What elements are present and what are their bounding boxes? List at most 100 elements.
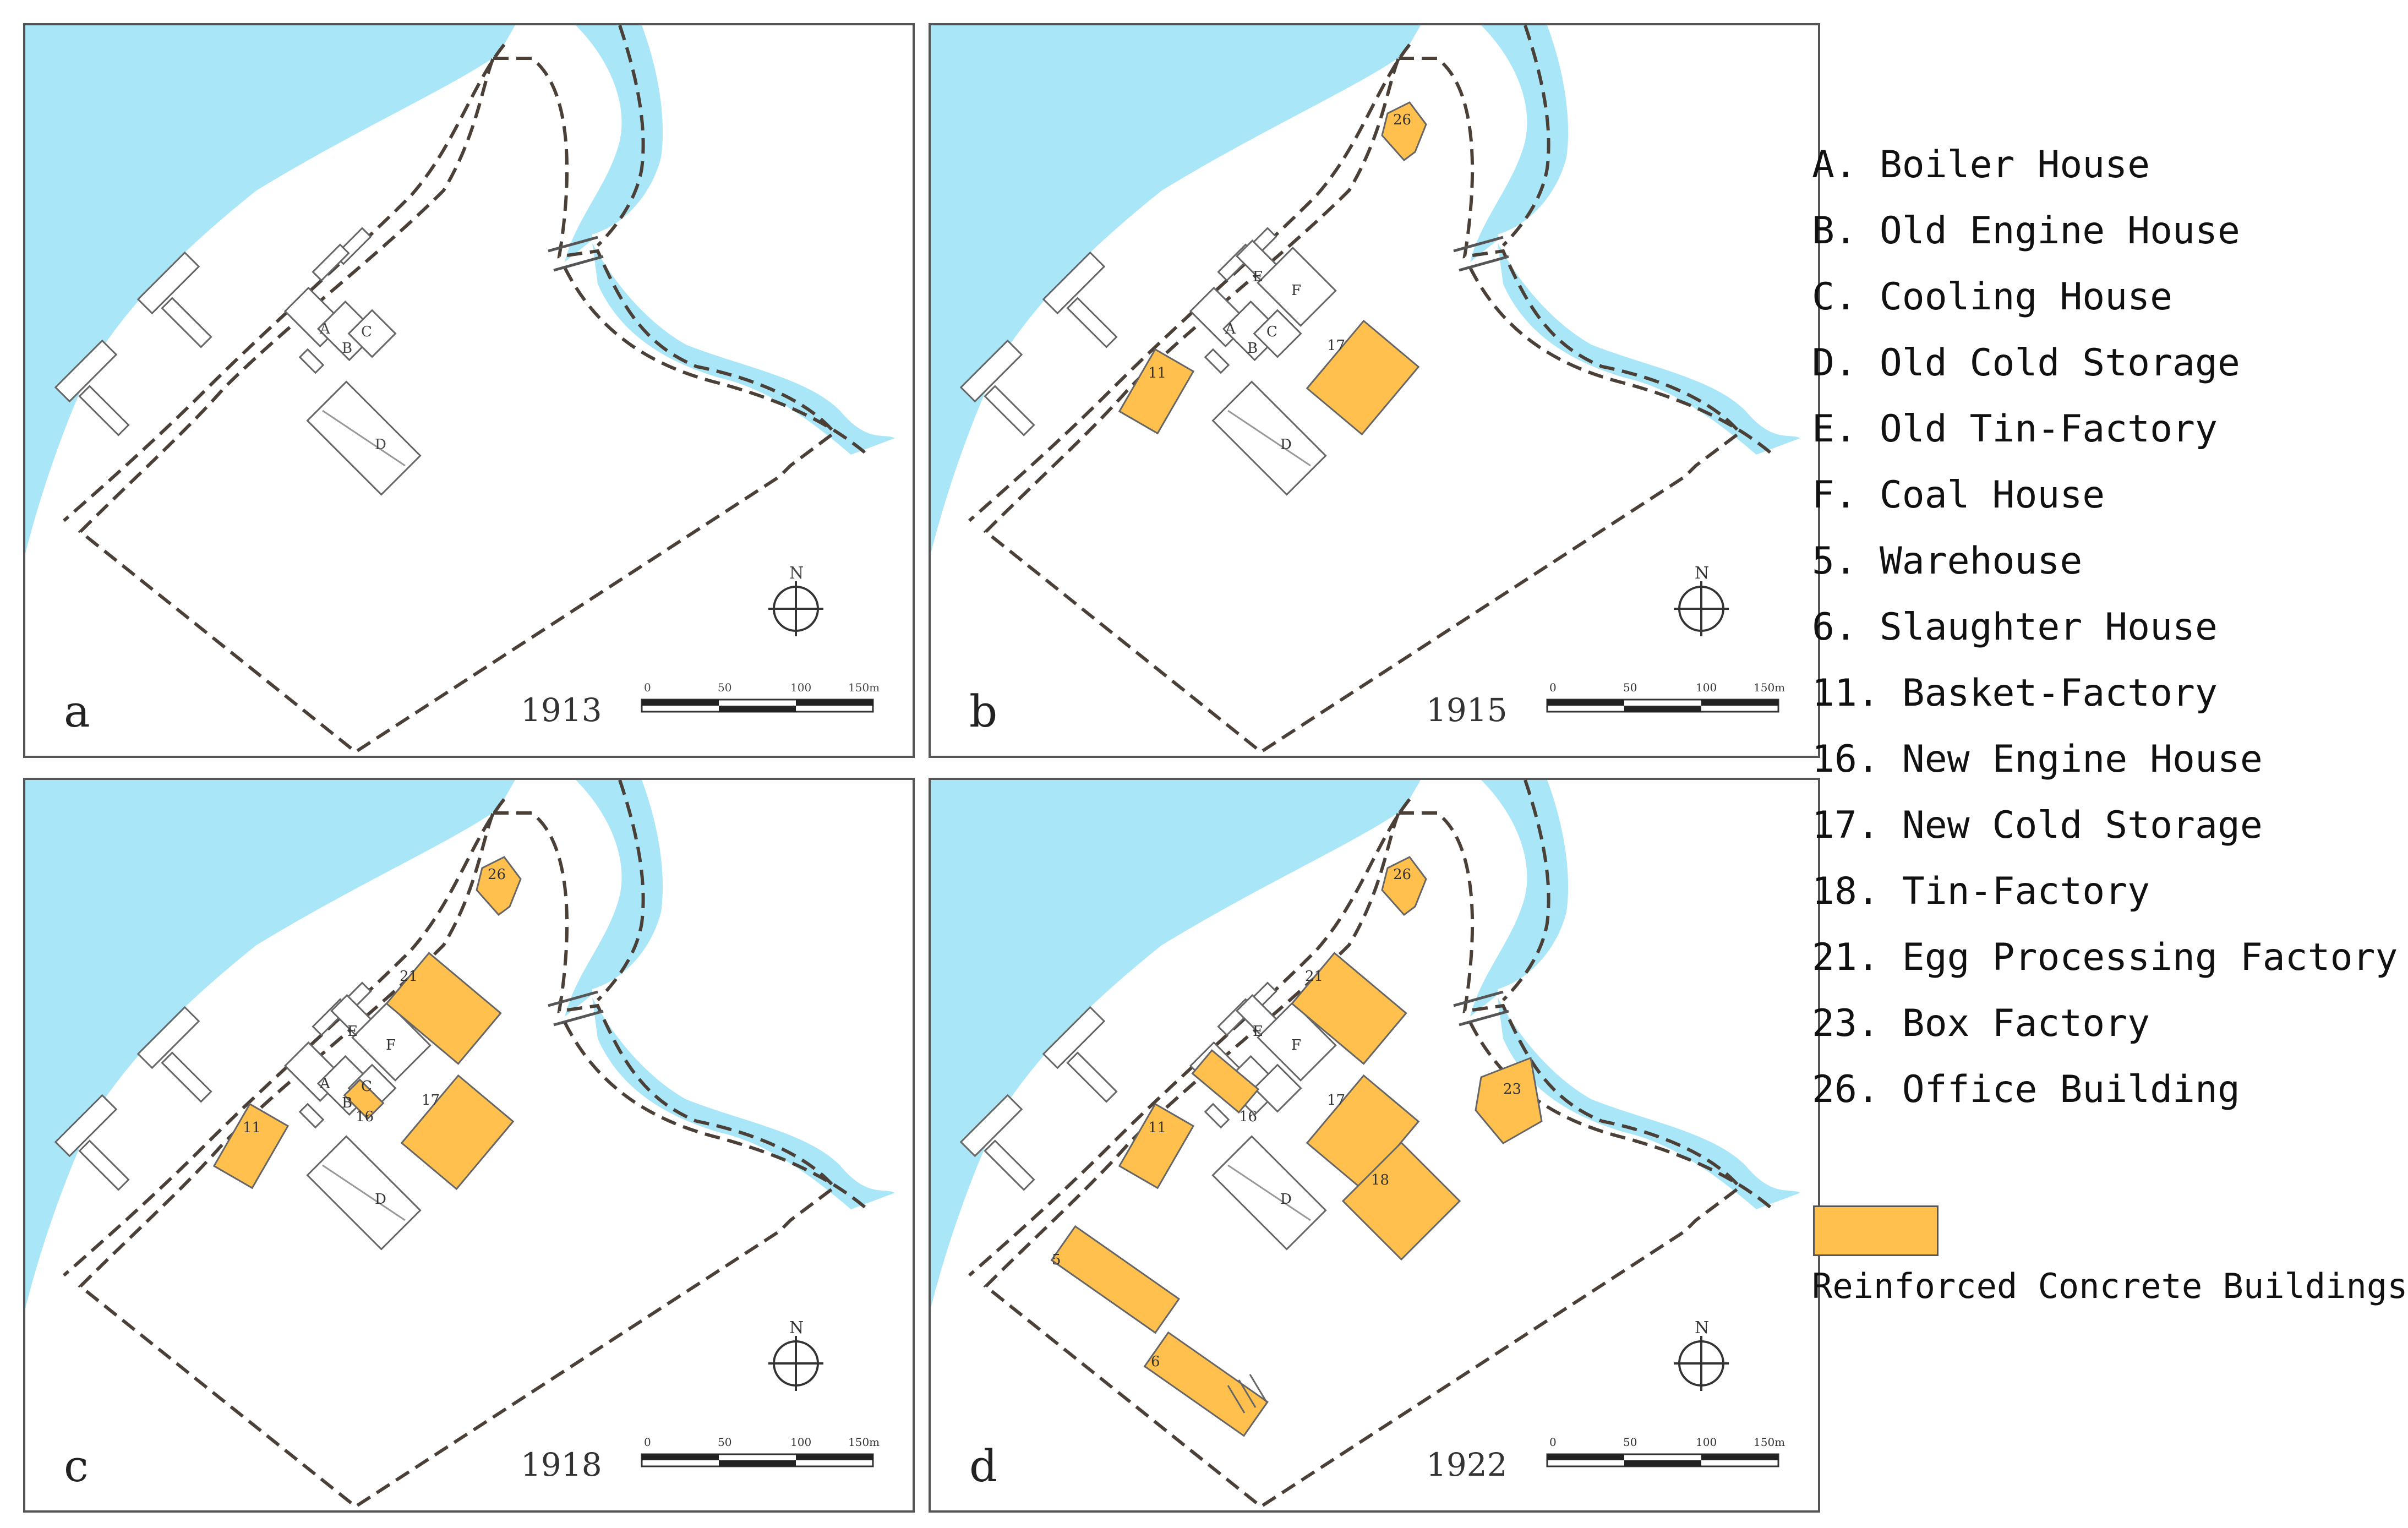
scale-tick-50: 50 [718, 1436, 731, 1449]
building-16 [343, 1078, 385, 1120]
legend-item-5: 5. Warehouse [1812, 539, 2083, 583]
panel-letter-b: b [969, 686, 998, 737]
map-svg-b: 26 11 17 E F A B C D 0 50 100 150m N [931, 25, 1818, 756]
building-label-d: D [375, 436, 386, 453]
scale-tick-100: 100 [1696, 1436, 1717, 1449]
map-panel-a: A B C D 0 50 100 150m N a 1913 [23, 23, 915, 758]
scale-tick-0: 0 [1549, 1436, 1557, 1449]
map-legend: A. Boiler House B. Old Engine House C. C… [1812, 132, 2398, 1123]
legend-item-18: 18. Tin-Factory [1812, 870, 2150, 913]
building-label-d: D [375, 1191, 386, 1208]
map-svg-a: A B C D 0 50 100 150m N [25, 25, 913, 756]
scale-tick-150: 150m [1754, 1436, 1785, 1449]
building-label-d: D [1280, 436, 1292, 453]
building-label-17: 17 [422, 1092, 440, 1109]
building-label-c: C [361, 324, 372, 340]
legend-item-c: C. Cooling House [1812, 275, 2173, 319]
building-11 [1118, 1103, 1195, 1189]
building-label-11: 11 [1148, 1120, 1166, 1136]
north-label: N [789, 564, 804, 583]
building-label-11: 11 [1148, 365, 1166, 381]
building-label-f: F [386, 1037, 396, 1054]
legend-item-6: 6. Slaughter House [1812, 605, 2218, 649]
building-label-26: 26 [1393, 112, 1411, 128]
map-panel-b: 26 11 17 E F A B C D 0 50 100 150m N b 1… [929, 23, 1820, 758]
building-label-18: 18 [1371, 1172, 1389, 1188]
building-26 [1381, 101, 1427, 162]
building-label-16: 16 [1239, 1109, 1257, 1125]
scale-tick-50: 50 [718, 681, 731, 694]
building-label-16: 16 [356, 1109, 374, 1125]
legend-item-23: 23. Box Factory [1812, 1002, 2150, 1045]
building-17 [400, 1074, 515, 1191]
building-label-26: 26 [488, 866, 506, 883]
scale-tick-100: 100 [1696, 681, 1717, 694]
scale-tick-0: 0 [644, 1436, 651, 1449]
panel-year-a: 1913 [521, 691, 602, 729]
building-18 [1341, 1141, 1461, 1261]
scale-tick-150: 150m [1754, 681, 1785, 694]
building-label-23: 23 [1503, 1081, 1521, 1098]
building-21 [385, 952, 502, 1065]
building-label-6: 6 [1151, 1354, 1160, 1370]
panel-year-c: 1918 [521, 1446, 602, 1483]
map-svg-d: 26 11 17 21 16 18 23 5 6 E F D 0 50 100 … [931, 780, 1818, 1510]
building-label-d: D [1280, 1191, 1292, 1208]
panel-letter-d: d [969, 1440, 998, 1492]
map-panel-d: 26 11 17 21 16 18 23 5 6 E F D 0 50 100 … [929, 778, 1820, 1513]
building-label-b: B [342, 340, 352, 357]
scale-tick-100: 100 [790, 681, 811, 694]
legend-item-16: 16. New Engine House [1812, 738, 2263, 781]
building-label-26: 26 [1393, 866, 1411, 883]
legend-item-26: 26. Office Building [1812, 1068, 2240, 1111]
scale-tick-0: 0 [1549, 681, 1557, 694]
building-26 [1381, 856, 1427, 916]
building-label-21: 21 [400, 968, 418, 985]
building-label-c: C [1266, 324, 1277, 340]
building-label-e: E [1253, 1023, 1263, 1040]
north-label: N [789, 1318, 804, 1338]
scale-tick-150: 150m [848, 681, 880, 694]
building-16 [1191, 1049, 1260, 1114]
map-svg-c: 26 11 17 21 16 E F A B C D 0 50 100 150m… [25, 780, 913, 1510]
building-label-b: B [1247, 340, 1258, 357]
scale-tick-50: 50 [1623, 1436, 1637, 1449]
map-panel-c: 26 11 17 21 16 E F A B C D 0 50 100 150m… [23, 778, 915, 1513]
panel-letter-c: c [64, 1440, 89, 1492]
building-11 [1118, 348, 1195, 435]
building-26 [476, 856, 522, 916]
legend-concrete-label: Reinforced Concrete Buildings [1812, 1266, 2408, 1306]
building-label-e: E [1253, 269, 1263, 285]
building-label-f: F [1291, 1037, 1301, 1054]
legend-item-d: D. Old Cold Storage [1812, 341, 2240, 385]
building-label-a: A [319, 1076, 331, 1092]
panel-year-b: 1915 [1426, 691, 1508, 729]
legend-concrete-swatch [1813, 1205, 1939, 1256]
legend-item-e: E. Old Tin-Factory [1812, 407, 2218, 451]
legend-item-a: A. Boiler House [1812, 143, 2150, 187]
scale-tick-100: 100 [790, 1436, 811, 1449]
building-6 [1143, 1331, 1269, 1437]
north-label: N [1695, 1318, 1709, 1338]
legend-item-21: 21. Egg Processing Factory [1812, 936, 2398, 979]
legend-item-11: 11. Basket-Factory [1812, 672, 2218, 715]
building-17 [1306, 319, 1420, 436]
north-label: N [1695, 564, 1709, 583]
building-23 [1475, 1056, 1543, 1144]
scale-tick-150: 150m [848, 1436, 880, 1449]
building-11 [212, 1103, 290, 1189]
building-label-17: 17 [1327, 1092, 1345, 1109]
building-label-11: 11 [243, 1120, 261, 1136]
building-label-a: A [1225, 321, 1236, 337]
scale-tick-0: 0 [644, 681, 651, 694]
panel-letter-a: a [64, 686, 90, 737]
legend-item-17: 17. New Cold Storage [1812, 804, 2263, 847]
building-label-17: 17 [1327, 337, 1345, 354]
scale-tick-50: 50 [1623, 681, 1637, 694]
panel-year-d: 1922 [1426, 1446, 1508, 1483]
building-label-5: 5 [1052, 1252, 1061, 1268]
building-21 [1291, 952, 1407, 1065]
building-label-f: F [1291, 282, 1301, 299]
building-label-c: C [361, 1078, 372, 1095]
legend-item-b: B. Old Engine House [1812, 209, 2240, 253]
